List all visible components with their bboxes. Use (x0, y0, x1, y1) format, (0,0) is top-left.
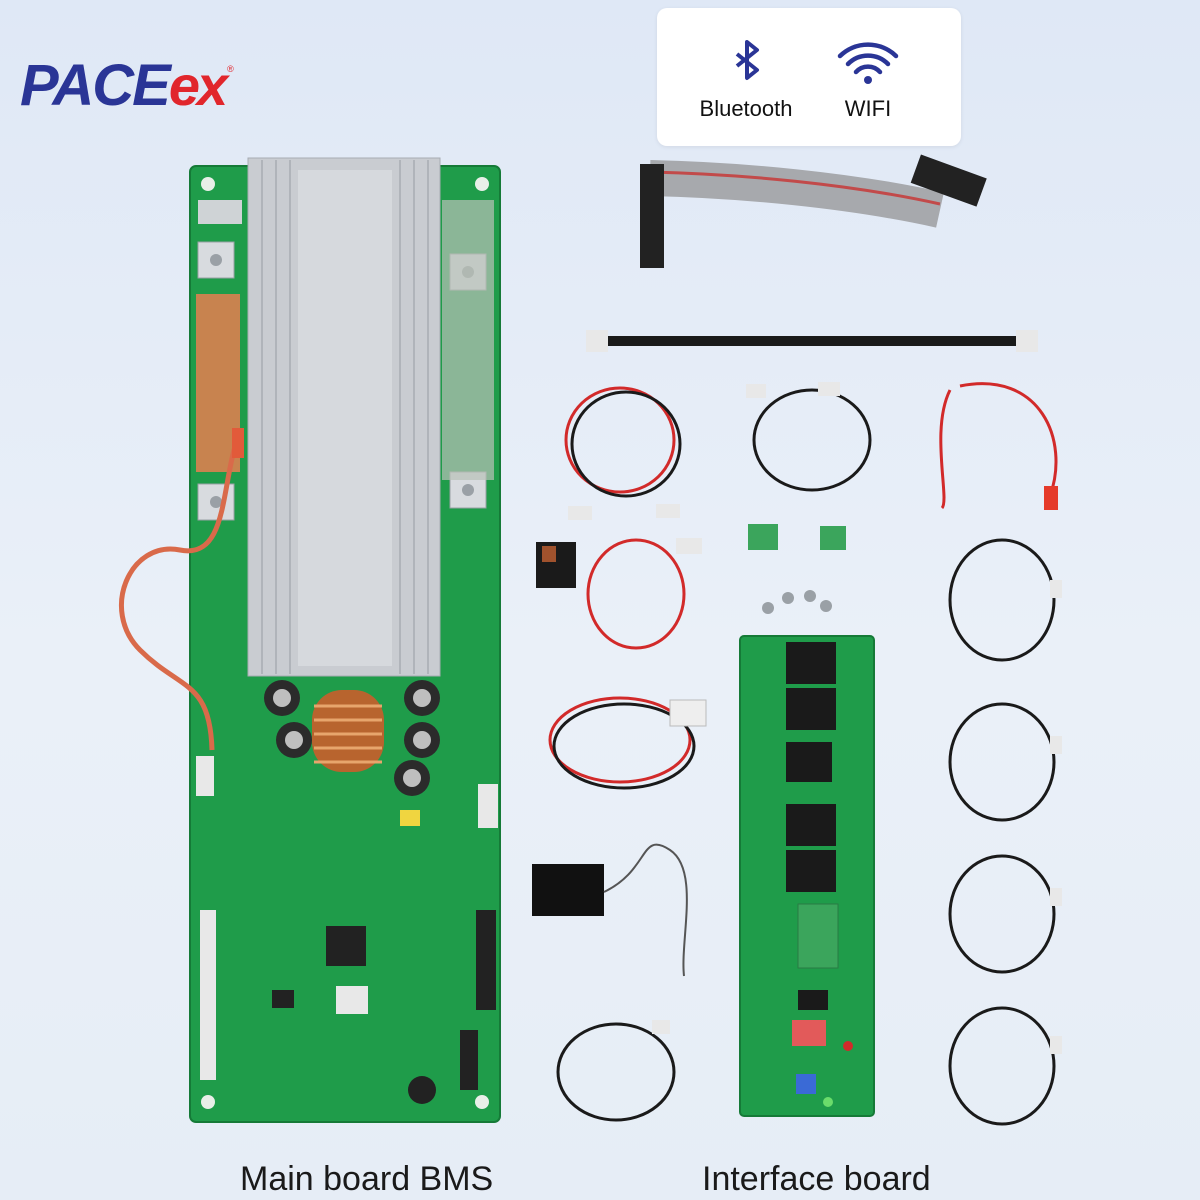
main-board-caption: Main board BMS (240, 1160, 494, 1198)
accessories-lower-image (532, 696, 1062, 1126)
connectivity-card: Bluetooth WIFI (657, 8, 961, 146)
wifi-icon (837, 42, 899, 84)
bluetooth-icon (735, 40, 759, 80)
wifi-label: WIFI (844, 96, 892, 121)
bluetooth-label: Bluetooth (699, 96, 793, 121)
main-board-bms-image (119, 157, 501, 1123)
interface-board-caption: Interface board (702, 1160, 931, 1198)
interface-board-image (739, 635, 875, 1117)
accessories-image (536, 154, 1062, 662)
logo-text-main: PACE (20, 53, 171, 118)
registered-mark: ® (227, 64, 234, 74)
brand-logo: PACE ex ® (20, 52, 234, 118)
wifi-feature: WIFI (803, 32, 933, 122)
bluetooth-feature: Bluetooth (681, 32, 811, 122)
logo-text-accent: ex (168, 54, 228, 117)
